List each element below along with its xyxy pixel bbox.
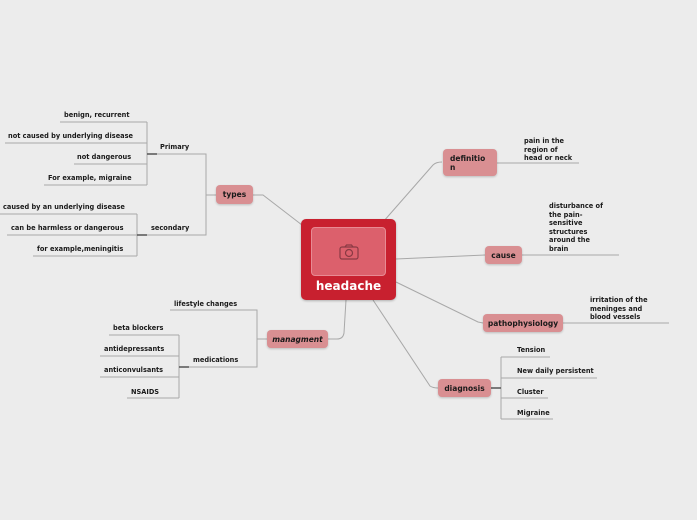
subtopic-secondary[interactable]: secondary xyxy=(151,224,190,232)
central-topic-headache[interactable]: headache xyxy=(301,219,396,300)
topic-label: definitio n xyxy=(450,153,486,172)
primary-item[interactable]: not caused by underlying disease xyxy=(8,132,134,140)
topic-cause[interactable]: cause xyxy=(485,246,522,264)
image-placeholder[interactable] xyxy=(311,227,386,276)
topic-label: managment xyxy=(272,334,323,344)
cause-note[interactable]: disturbance of the pain-sensitive struct… xyxy=(549,202,603,253)
camera-icon xyxy=(338,243,359,260)
topic-types[interactable]: types xyxy=(216,185,253,204)
primary-item[interactable]: For example, migraine xyxy=(48,174,132,182)
secondary-item[interactable]: caused by an underlying disease xyxy=(3,203,125,211)
medication-item[interactable]: antidepressants xyxy=(104,345,165,353)
pathophysiology-note[interactable]: irritation of the meninges and blood ves… xyxy=(590,296,648,321)
topic-managment[interactable]: managment xyxy=(267,330,328,348)
central-title: headache xyxy=(315,279,382,293)
primary-item[interactable]: not dangerous xyxy=(77,153,132,161)
diagnosis-item[interactable]: Tension xyxy=(517,346,546,354)
primary-item[interactable]: benign, recurrent xyxy=(64,111,130,119)
subtopic-lifestyle-changes[interactable]: lifestyle changes xyxy=(174,300,238,308)
diagnosis-item[interactable]: Cluster xyxy=(517,388,544,396)
topic-label: pathophysiology xyxy=(487,318,559,328)
topic-label: types xyxy=(222,190,247,199)
medication-item[interactable]: NSAIDS xyxy=(131,388,160,396)
topic-label: cause xyxy=(491,250,516,260)
secondary-item[interactable]: for example,meningitis xyxy=(37,245,124,253)
diagnosis-item[interactable]: New daily persistent xyxy=(517,367,594,375)
topic-pathophysiology[interactable]: pathophysiology xyxy=(483,314,563,332)
subtopic-medications[interactable]: medications xyxy=(193,356,239,364)
medication-item[interactable]: anticonvulsants xyxy=(104,366,164,374)
medication-item[interactable]: beta blockers xyxy=(113,324,164,332)
secondary-item[interactable]: can be harmless or dangerous xyxy=(11,224,124,232)
topic-label: diagnosis xyxy=(444,383,485,393)
definition-note[interactable]: pain in the region of head or neck xyxy=(524,137,573,162)
diagnosis-item[interactable]: Migraine xyxy=(517,409,550,417)
topic-definition[interactable]: definitio n xyxy=(443,149,497,176)
topic-diagnosis[interactable]: diagnosis xyxy=(438,379,491,397)
subtopic-primary[interactable]: Primary xyxy=(160,143,190,151)
